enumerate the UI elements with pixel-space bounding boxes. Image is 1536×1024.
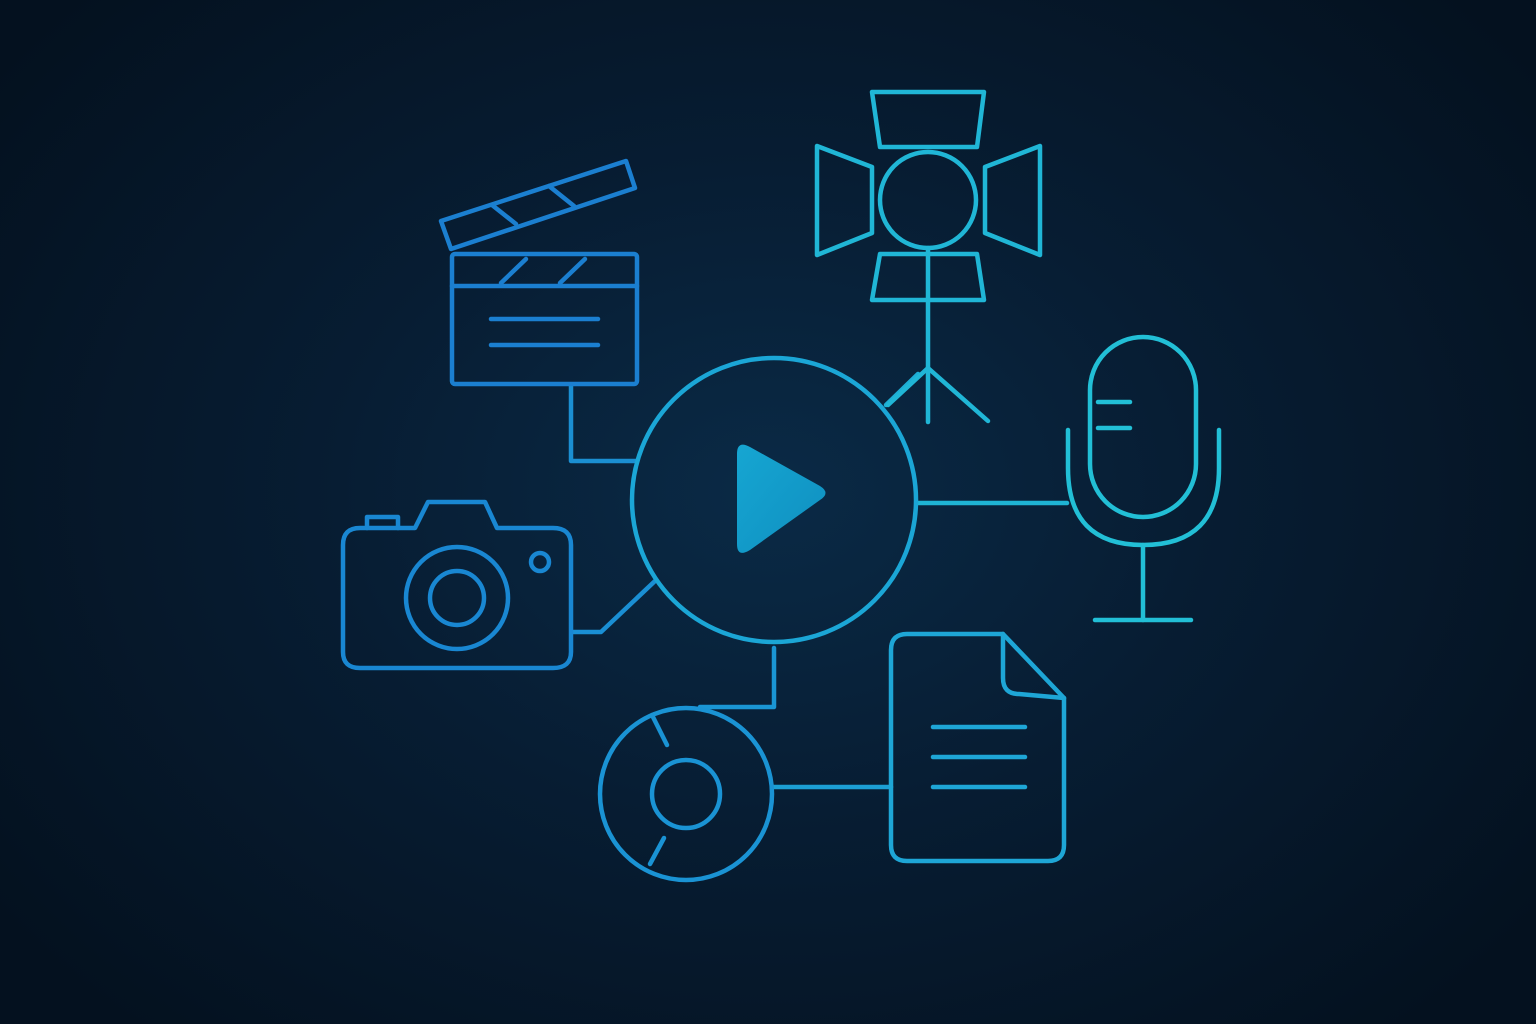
camera-lens-outer — [403, 544, 511, 652]
clapper-stick — [438, 158, 638, 252]
camera-icon[interactable] — [340, 499, 574, 671]
connector-camera — [569, 578, 658, 635]
play-hub[interactable] — [629, 355, 919, 645]
document-fold — [1000, 631, 1067, 701]
camera-body — [340, 499, 574, 671]
film-reel-icon[interactable] — [597, 705, 775, 883]
camera-lens-inner — [427, 568, 487, 628]
play-hub-ring — [629, 355, 919, 645]
light-lamp — [877, 149, 979, 251]
play-icon — [737, 444, 826, 553]
clapper-board — [449, 251, 640, 387]
reel-outer — [597, 705, 775, 883]
connector-film-reel — [697, 645, 777, 710]
microphone-icon[interactable] — [1065, 334, 1222, 623]
clapperboard-icon[interactable] — [438, 158, 640, 387]
mic-capsule — [1087, 334, 1199, 520]
document-icon[interactable] — [888, 631, 1067, 864]
connector-clapperboard — [568, 383, 639, 464]
reel-hub — [649, 757, 723, 831]
studio-light-icon[interactable] — [814, 89, 1043, 425]
document-sheet — [888, 631, 1067, 864]
